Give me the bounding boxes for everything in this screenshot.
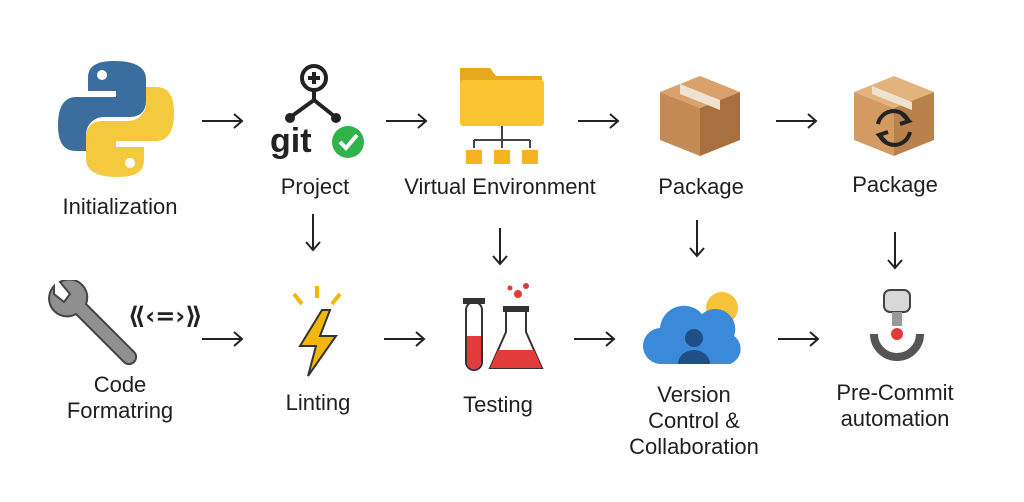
- step-label: Package: [658, 174, 744, 199]
- step-virtual-environment: Virtual Environment: [390, 56, 610, 206]
- step-version-control: Version Control & Collaboration: [614, 286, 774, 466]
- step-code-formatting: ⟪‹=›⟫ Code Formatring: [40, 280, 203, 430]
- step-label: Virtual Environment: [404, 174, 596, 199]
- arrow-right: [386, 113, 428, 129]
- cloud-user-icon: [642, 286, 746, 374]
- step-label: Package: [852, 172, 938, 197]
- arrow-right: [574, 331, 616, 347]
- arrow-down: [305, 214, 321, 252]
- step-package: Package: [636, 58, 766, 208]
- step-label: Linting: [285, 390, 351, 415]
- step-package-refresh: Package: [830, 58, 960, 208]
- arrow-right: [578, 113, 620, 129]
- arrow-right: [384, 331, 426, 347]
- package-box-icon: [650, 64, 750, 164]
- step-project: git Project: [250, 62, 380, 202]
- step-label: Pre-Commit automation: [836, 380, 954, 431]
- package-refresh-icon: [844, 64, 944, 164]
- step-label: Code Formatring: [66, 372, 174, 423]
- git-text: git: [270, 122, 312, 160]
- arrow-down: [689, 220, 705, 258]
- step-label: Testing: [463, 392, 533, 417]
- step-linting: Linting: [258, 284, 378, 424]
- step-initialization: Initialization: [40, 50, 200, 230]
- step-label: Initialization: [62, 194, 178, 219]
- lab-flask-icon: [460, 280, 546, 378]
- arrow-right: [202, 331, 244, 347]
- step-pre-commit: Pre-Commit automation: [820, 286, 970, 436]
- code-brackets: ⟪‹=›⟫: [128, 302, 203, 330]
- python-logo-icon: [52, 55, 180, 183]
- arrow-right: [776, 113, 818, 129]
- lightning-bolt-icon: [282, 284, 352, 380]
- arrow-right: [778, 331, 820, 347]
- step-label: Version Control & Collaboration: [629, 382, 759, 459]
- arrow-down: [887, 232, 903, 270]
- wrench-code-icon: [46, 280, 146, 372]
- folder-tree-icon: [456, 58, 548, 170]
- arrow-down: [492, 228, 508, 266]
- robot-claw-icon: [862, 286, 932, 376]
- arrow-right: [202, 113, 244, 129]
- git-branch-icon: [270, 62, 370, 162]
- step-label: Project: [280, 174, 350, 199]
- step-testing: Testing: [438, 280, 558, 420]
